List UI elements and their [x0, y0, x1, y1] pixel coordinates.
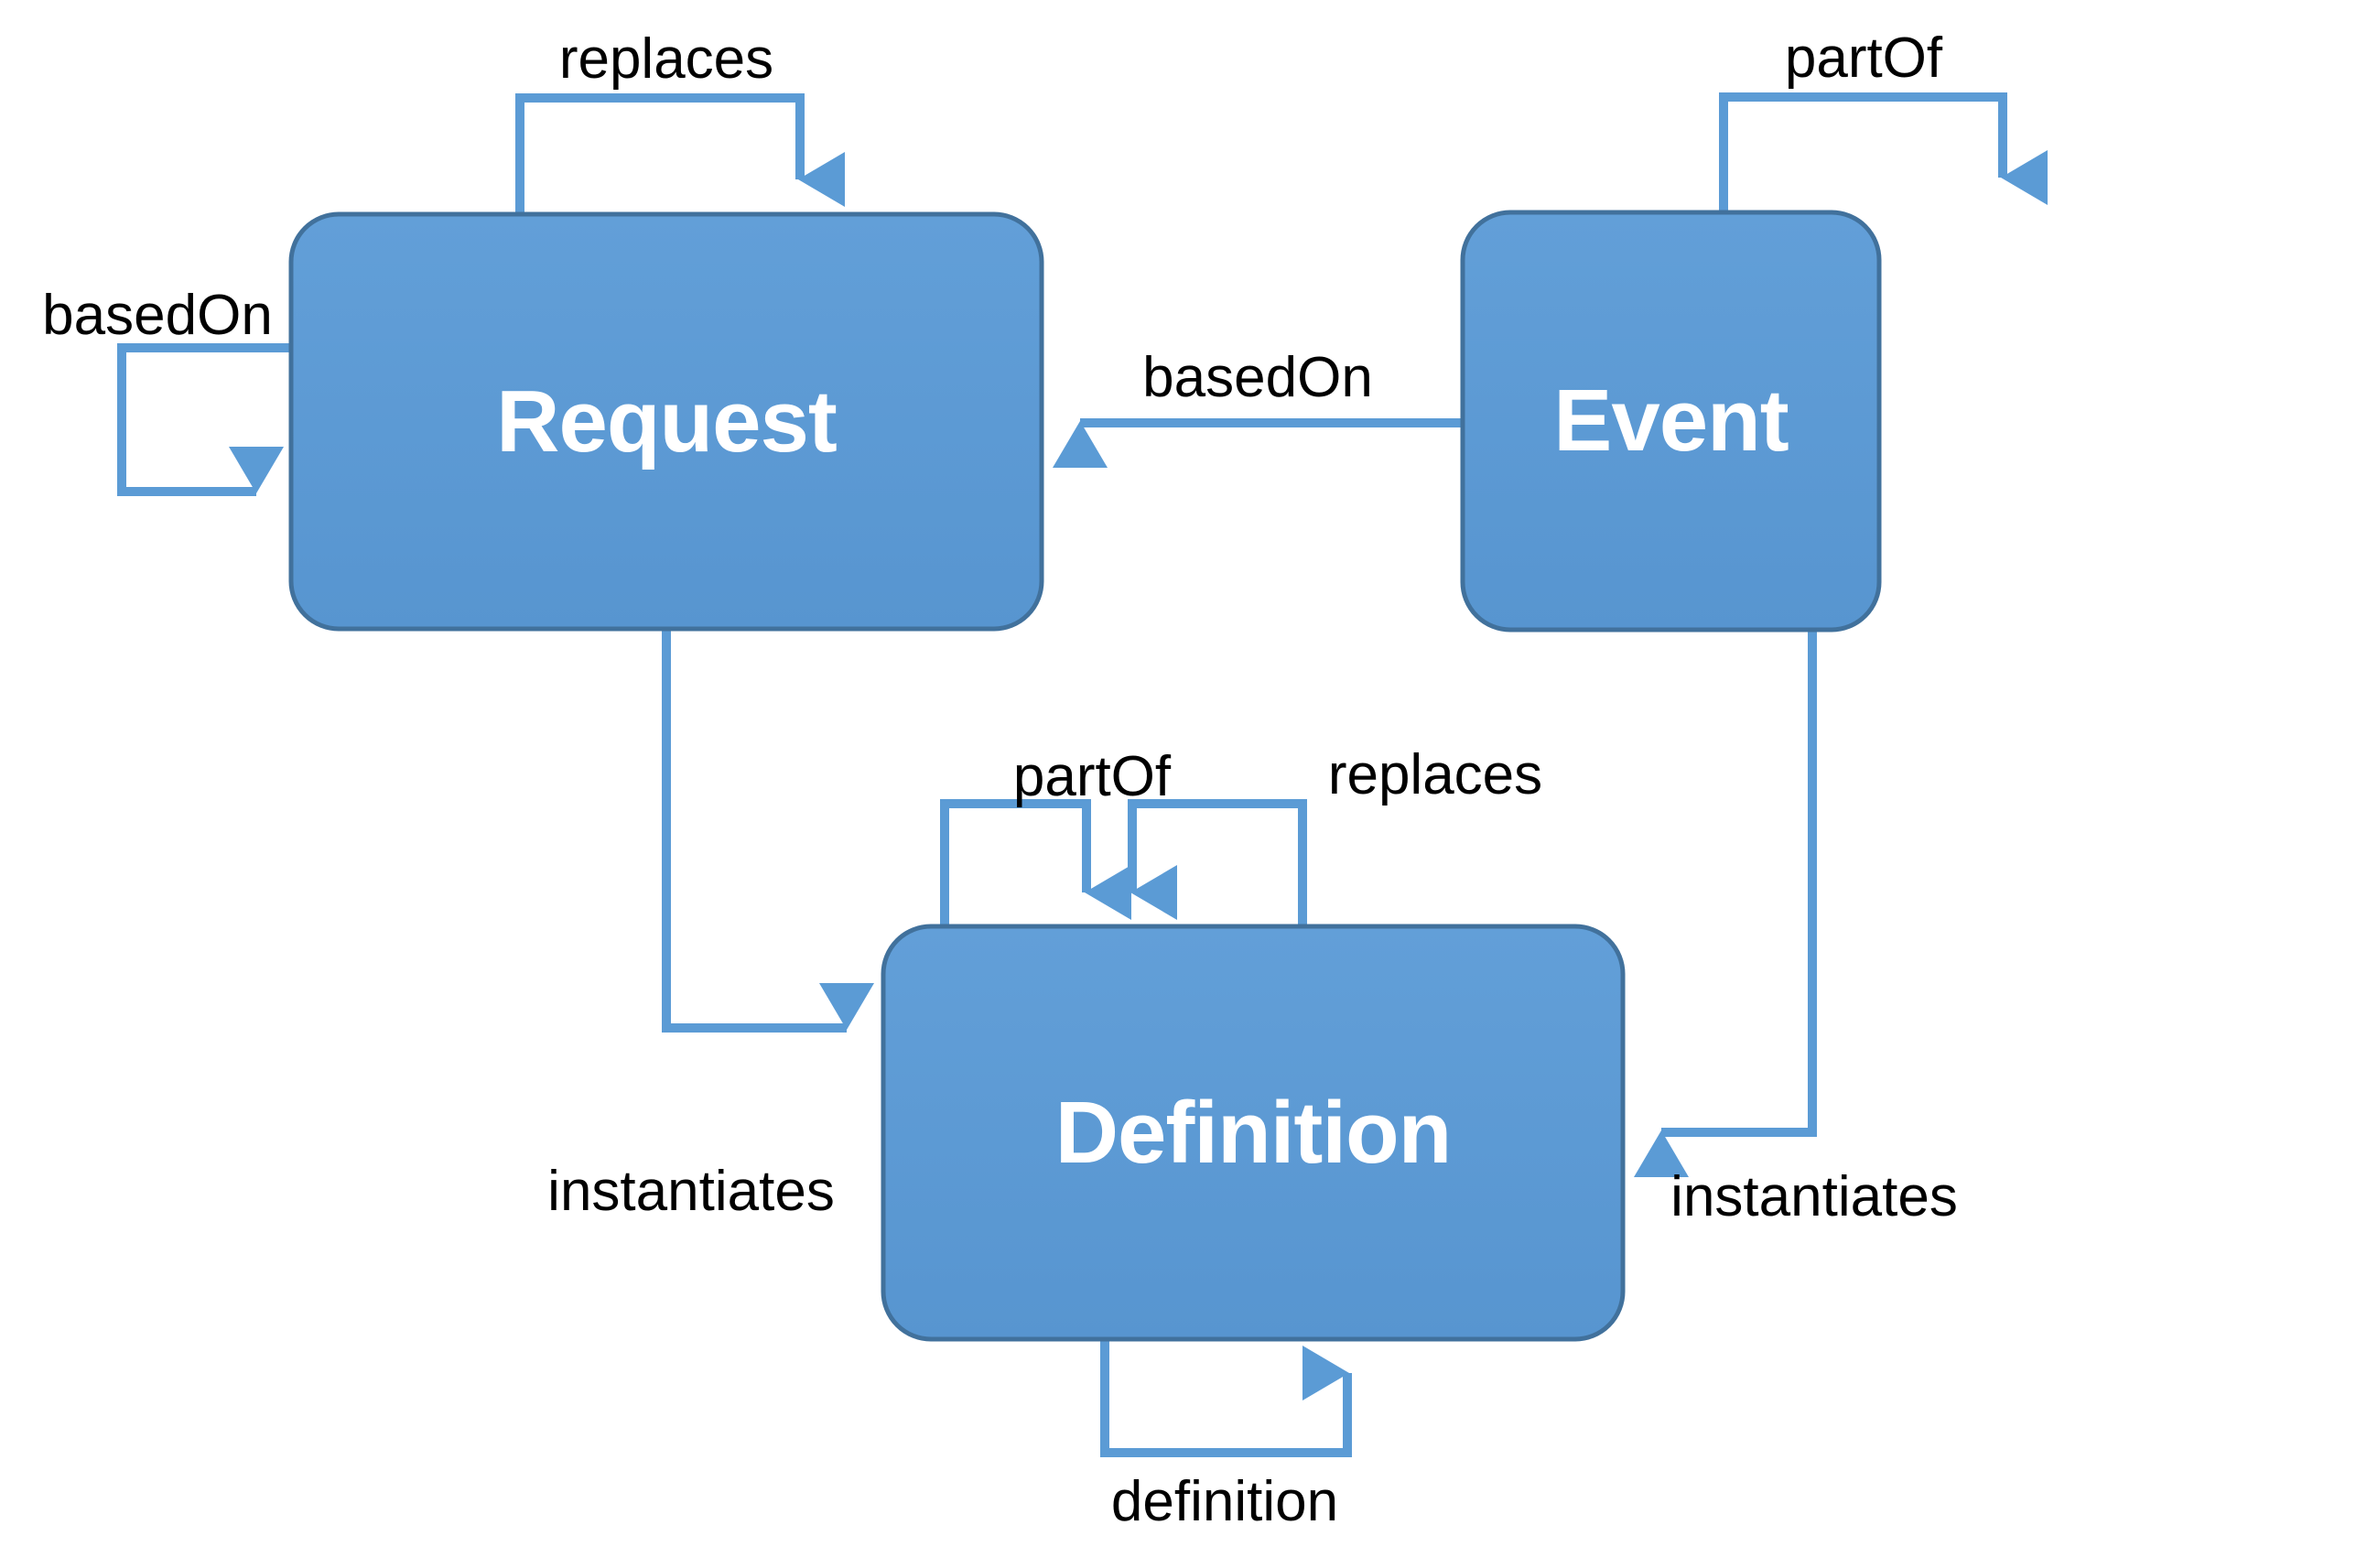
- edge-event-instantiates-definition: [1634, 630, 1817, 1177]
- edge-label-definition-replaces: replaces: [1327, 743, 1543, 806]
- edges-layer: [117, 92, 2048, 1457]
- edge-request-instantiates-definition: [662, 629, 874, 1033]
- edge-label-request-instantiates-definition: instantiates: [547, 1160, 835, 1223]
- edge-label-event-instantiates-definition: instantiates: [1670, 1165, 1958, 1228]
- edge-label-definition-definition: definition: [1110, 1470, 1339, 1533]
- node-definition-box[interactable]: [881, 924, 1626, 1342]
- node-event-box[interactable]: [1460, 210, 1882, 633]
- edge-label-event-basedon-request: basedOn: [1142, 346, 1373, 409]
- nodes-layer: [288, 210, 1882, 1342]
- edge-label-event-partof: partOf: [1784, 27, 1943, 90]
- edge-definition-partof: [940, 799, 1131, 926]
- edge-request-basedon: [117, 343, 291, 496]
- edge-event-partof: [1719, 92, 2048, 212]
- edge-request-replaces: [515, 93, 845, 214]
- edge-label-definition-partof: partOf: [1012, 745, 1172, 808]
- edge-definition-replaces: [1128, 799, 1307, 926]
- node-request-box[interactable]: [288, 211, 1044, 632]
- edge-label-request-basedon: basedOn: [42, 284, 273, 347]
- edge-definition-definition: [1100, 1339, 1352, 1457]
- edge-label-request-replaces: replaces: [558, 27, 774, 91]
